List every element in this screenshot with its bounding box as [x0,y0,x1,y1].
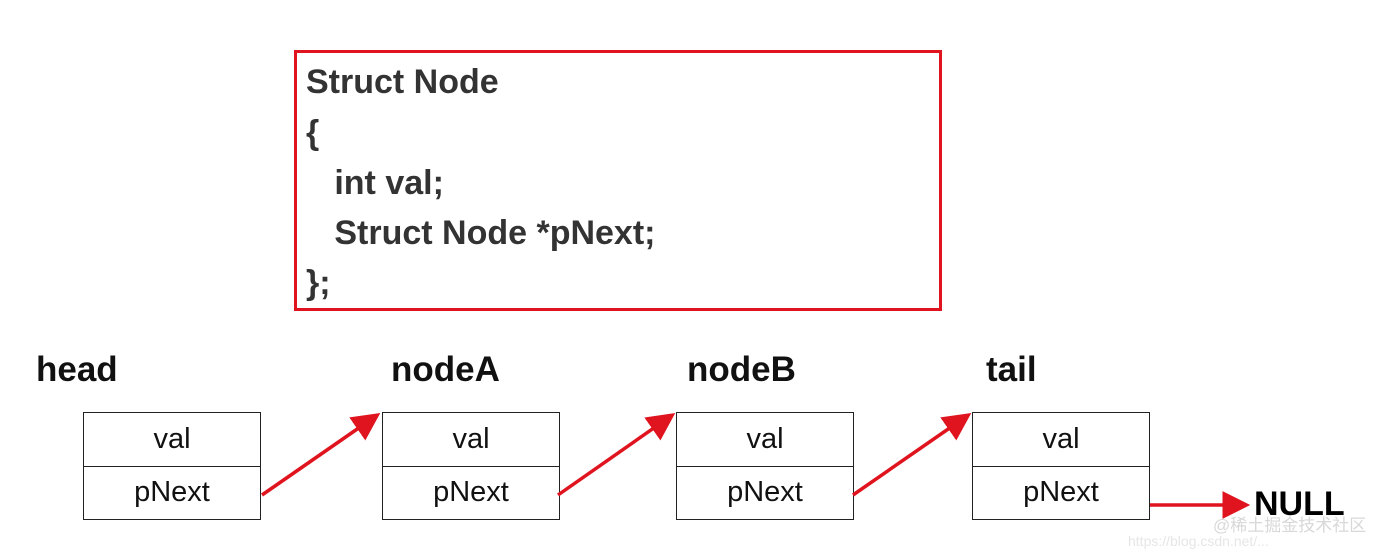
node-box-head: val pNext [83,412,261,520]
arrow-nodeA-to-nodeB [556,412,676,497]
code-line-1: Struct Node [306,63,499,101]
arrow-head-to-nodeA [261,413,381,497]
node-val-field: val [677,413,853,467]
null-terminal-label: NULL [1254,485,1345,523]
node-val-field: val [383,413,559,467]
watermark-url: https://blog.csdn.net/... [1128,533,1269,549]
node-val-field: val [84,413,260,467]
node-next-field: pNext [727,476,803,508]
node-next-field: pNext [1023,476,1099,508]
code-line-5: }; [306,264,331,302]
node-box-tail: val pNext [972,412,1150,520]
node-box-nodeB: val pNext [676,412,854,520]
node-next-field: pNext [134,476,210,508]
node-label-nodeA: nodeA [391,350,500,389]
node-label-tail: tail [986,350,1037,389]
watermark-site: @稀土掘金技术社区 [1213,516,1367,535]
code-line-3: int val; [306,164,444,202]
node-label-nodeB: nodeB [687,350,796,389]
node-label-head: head [36,350,118,389]
arrow-nodeB-to-tail [852,413,972,497]
struct-definition-box [294,50,942,311]
code-line-4: Struct Node *pNext; [306,214,656,252]
node-box-nodeA: val pNext [382,412,560,520]
node-next-field: pNext [433,476,509,508]
code-line-2: { [306,114,320,152]
node-val-field: val [973,413,1149,467]
